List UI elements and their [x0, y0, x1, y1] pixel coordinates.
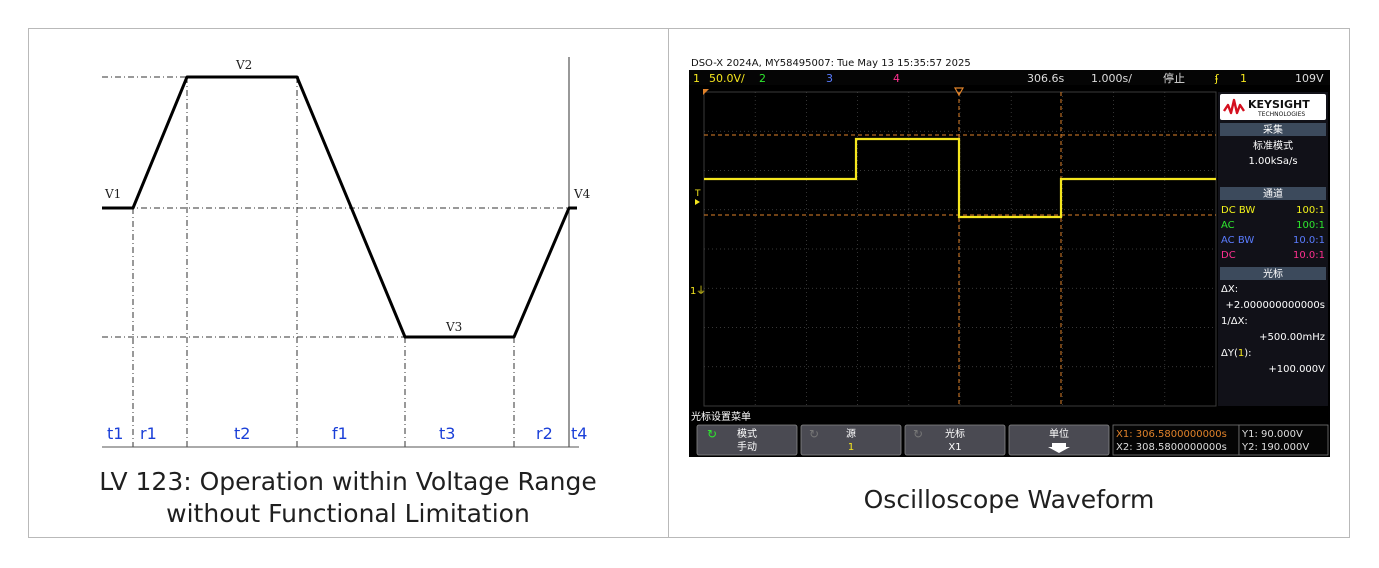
channel3-probe: 10.0:1: [1293, 235, 1325, 246]
cursor-dy-value: +100.000V: [1268, 364, 1325, 375]
side-panel: [1218, 92, 1328, 406]
panel-divider: [668, 28, 669, 538]
time-reference-marker: [703, 89, 709, 95]
acquire-rate: 1.00kSa/s: [1248, 156, 1297, 167]
trigger-level-arrow-icon: [695, 199, 700, 205]
channels-header-bg: [1220, 187, 1326, 200]
title-strip: [689, 54, 1330, 70]
readout-x1: X1: 306.5800000000s: [1116, 429, 1227, 440]
softkey-mode[interactable]: ↻ 模式 手动: [696, 424, 798, 456]
menu-title: 光标设置菜单: [691, 410, 751, 423]
cursor-dy-label-channel: 1: [1238, 348, 1244, 359]
readout-y1: Y1: 90.000V: [1241, 429, 1303, 440]
brand-logo-box: [1220, 94, 1326, 120]
cursors-header: 光标: [1263, 267, 1283, 280]
caption-line-2: without Functional Limitation: [166, 499, 530, 528]
status-time-scale: 1.000s/: [1091, 72, 1132, 85]
channel4-probe: 10.0:1: [1293, 250, 1325, 261]
cursor-dx-value: +2.000000000000s: [1226, 300, 1325, 311]
oscilloscope-panel: DSO-X 2024A, MY58495007: Tue May 13 15:3…: [669, 29, 1349, 537]
softkey-source[interactable]: ↻ 源 1: [800, 424, 902, 456]
status-ch1-number: 1: [693, 72, 700, 85]
channels-header: 通道: [1263, 187, 1283, 200]
softkey-units[interactable]: 单位: [1008, 424, 1110, 456]
phase-label-t4: t4: [571, 424, 587, 443]
brand-name: KEYSIGHT: [1248, 98, 1310, 111]
softkey-rotate-icon: ↻: [707, 427, 717, 441]
acquire-mode: 标准模式: [1253, 139, 1293, 152]
softkey-source-top: 源: [846, 427, 856, 440]
acquire-header: 采集: [1263, 123, 1283, 136]
cursors-header-bg: [1220, 267, 1326, 280]
phase-label-t1: t1: [107, 424, 123, 443]
phase-label-r1: r1: [140, 424, 157, 443]
softkey-mode-bottom: 手动: [737, 440, 757, 453]
softkey-cursor-bottom: X1: [948, 442, 961, 453]
lv123-diagram-panel: V1 V2 V3 V4 t1 r1 t2 f1 t3 r2 t4 LV 123:…: [29, 29, 667, 537]
softkey-cursor[interactable]: ↻ 光标 X1: [904, 424, 1006, 456]
acquire-header-bg: [1220, 123, 1326, 136]
trigger-position-marker: [953, 87, 965, 97]
status-ch4: 4: [893, 72, 900, 85]
softkey-cursor-top: 光标: [945, 427, 965, 440]
status-bar: [689, 70, 1330, 85]
softkey-source-bg[interactable]: [800, 424, 902, 456]
channel1-trace: [704, 137, 1216, 219]
phase-label-t2: t2: [234, 424, 250, 443]
status-trigger-source: 1: [1240, 72, 1247, 85]
keysight-wave-icon: [1223, 98, 1245, 115]
phase-label-t3: t3: [439, 424, 455, 443]
oscilloscope-screen: DSO-X 2024A, MY58495007: Tue May 13 15:3…: [689, 54, 1330, 457]
status-ch1-scale: 50.0V/: [709, 72, 745, 85]
cursor-dy-label-prefix: ΔY(: [1221, 348, 1238, 359]
softkey-mode-top: 模式: [737, 427, 757, 440]
caption-line-1: LV 123: Operation within Voltage Range: [99, 467, 597, 496]
softkey-mode-bg[interactable]: [696, 424, 798, 456]
status-ch3: 3: [826, 72, 833, 85]
channel2-coupling: AC: [1221, 220, 1235, 231]
status-ch2: 2: [759, 72, 766, 85]
cursor-dy-label: ΔY(1):: [1221, 348, 1252, 359]
softkey-units-top: 单位: [1049, 427, 1069, 440]
label-v2: V2: [235, 58, 252, 72]
cursor-dy-label-suffix: ):: [1244, 348, 1251, 359]
softkey-units-arrow-down-icon: [1048, 443, 1070, 453]
cursor-inv-dx-label: 1/ΔX:: [1221, 316, 1248, 327]
oscilloscope-caption: Oscilloscope Waveform: [863, 485, 1155, 514]
brand-sub: TECHNOLOGIES: [1257, 111, 1305, 118]
cursor-inv-dx-value: +500.00mHz: [1259, 332, 1325, 343]
label-v3: V3: [445, 320, 462, 334]
softkey-source-bottom: 1: [848, 442, 854, 453]
softkey-units-bg[interactable]: [1008, 424, 1110, 456]
status-time-position: 306.6s: [1027, 72, 1064, 85]
trigger-level-marker: T: [694, 189, 701, 199]
softkey-cursor-rotate-icon: ↻: [913, 427, 923, 441]
trigger-edge-icon: ʄ: [1214, 72, 1219, 85]
channel1-coupling: DC BW: [1221, 205, 1255, 216]
scope-title: DSO-X 2024A, MY58495007: Tue May 13 15:3…: [691, 58, 971, 69]
channel1-probe: 100:1: [1296, 205, 1325, 216]
readout-x-box: [1112, 424, 1240, 456]
channel3-coupling: AC BW: [1221, 235, 1254, 246]
status-trigger-level: 109V: [1295, 72, 1324, 85]
figure-frame: [28, 28, 1350, 538]
readout-y2: Y2: 190.000V: [1241, 442, 1309, 453]
softkey-cursor-bg[interactable]: [904, 424, 1006, 456]
label-v1: V1: [104, 187, 121, 201]
ground-marker: 1: [690, 286, 696, 297]
phase-label-r2: r2: [536, 424, 553, 443]
readout-y-box: [1238, 424, 1329, 456]
voltage-profile: [102, 75, 577, 339]
cursor-dx-label: ΔX:: [1221, 284, 1238, 295]
status-run-state: 停止: [1163, 71, 1185, 85]
phase-label-f1: f1: [332, 424, 348, 443]
ground-marker-icon: ⏚: [696, 285, 706, 297]
channel4-coupling: DC: [1221, 250, 1236, 261]
softkey-source-rotate-icon: ↻: [809, 427, 819, 441]
lv123-diagram: V1 V2 V3 V4 t1 r1 t2 f1 t3 r2 t4: [102, 57, 591, 448]
label-v4: V4: [573, 187, 591, 201]
lv123-caption: LV 123: Operation within Voltage Range w…: [29, 466, 667, 530]
channel2-probe: 100:1: [1296, 220, 1325, 231]
readout-x2: X2: 308.5800000000s: [1116, 442, 1227, 453]
